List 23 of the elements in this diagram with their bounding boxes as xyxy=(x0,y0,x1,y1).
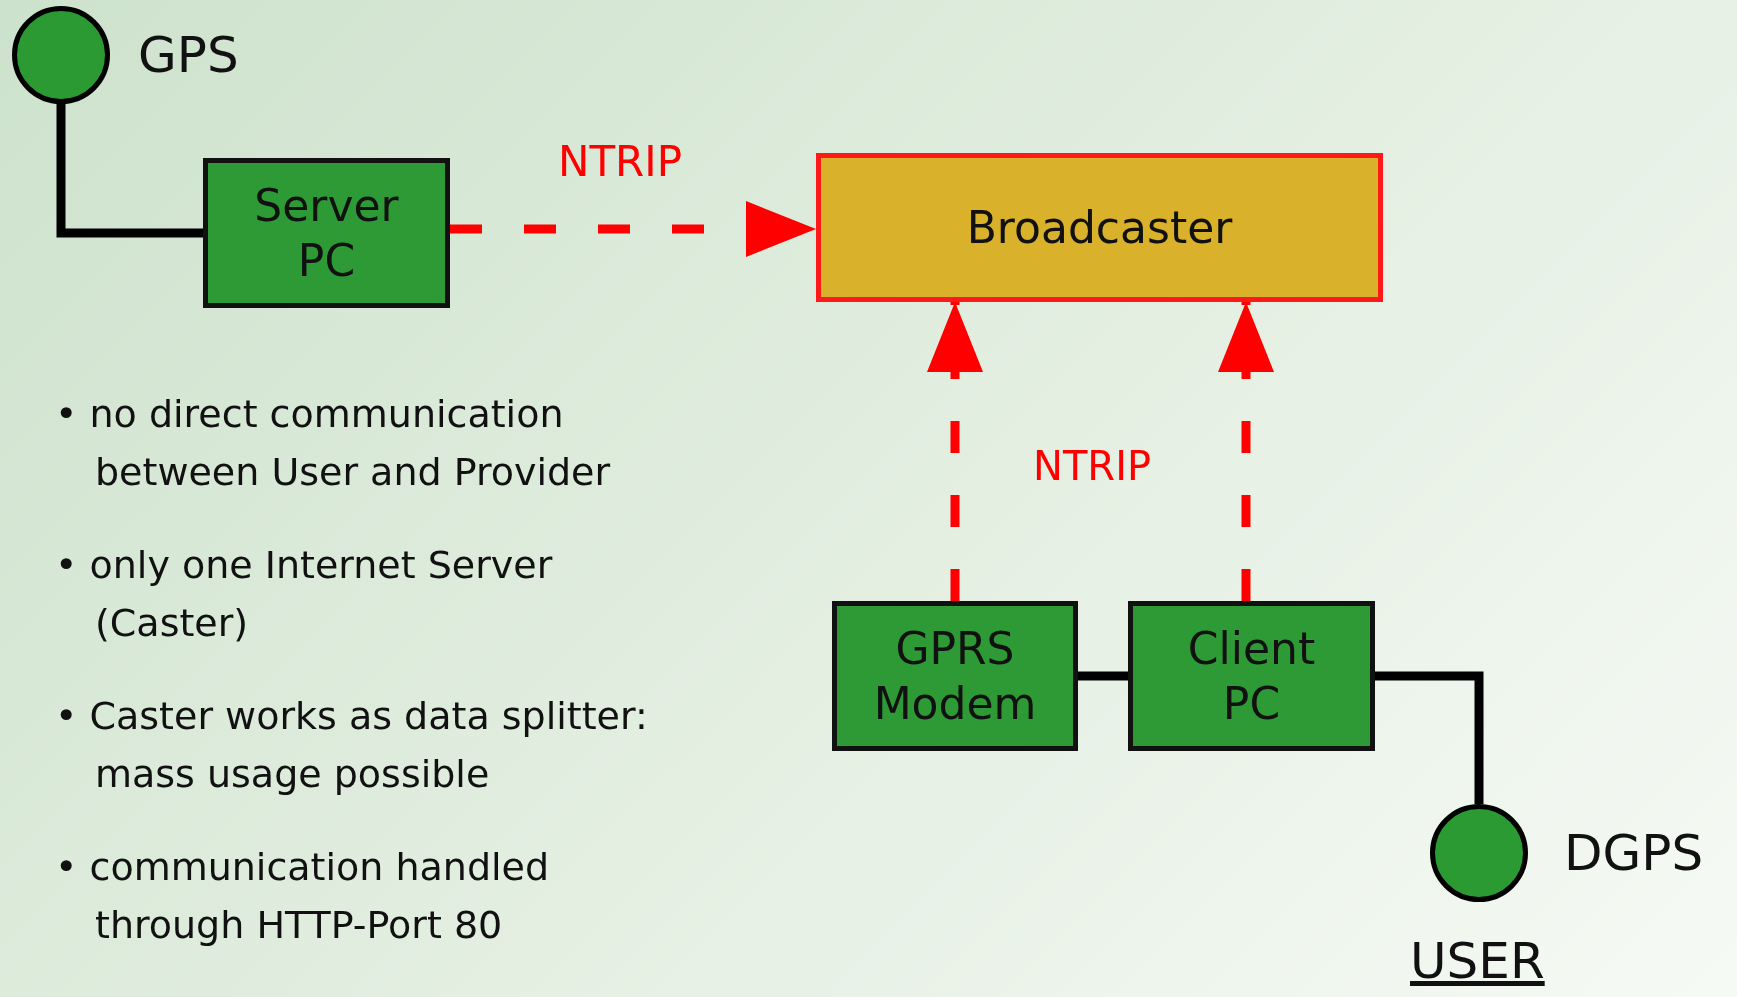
box-label: Server PC xyxy=(253,179,400,288)
broadcaster-box xyxy=(816,153,1383,302)
edge-label: NTRIP xyxy=(558,136,682,186)
box-label: GPRS Modem xyxy=(872,622,1038,731)
role-label: USER xyxy=(1410,936,1545,986)
bullet-item: • Caster works as data splitter: mass usage possible xyxy=(55,693,649,798)
arrow xyxy=(927,302,983,601)
arrow xyxy=(450,201,816,257)
connector-line xyxy=(56,104,203,238)
device-label: GPS xyxy=(138,30,239,80)
connector-line xyxy=(1375,671,1484,804)
box-label: Client PC xyxy=(1186,622,1317,731)
process-box xyxy=(1128,601,1375,751)
box-label: Broadcaster xyxy=(966,201,1233,255)
device-label: DGPS xyxy=(1564,828,1704,878)
bullet-item: • no direct communication between User and Provider xyxy=(55,391,612,496)
connector-line xyxy=(1078,671,1128,681)
arrow xyxy=(1218,302,1274,601)
bullet-item: • communication handled through HTTP-Port 80 xyxy=(55,844,551,949)
process-box xyxy=(203,158,450,308)
protocol-label: NTRIP xyxy=(1033,443,1152,489)
bullet-item: • only one Internet Server (Caster) xyxy=(55,542,554,647)
process-box xyxy=(832,601,1078,751)
